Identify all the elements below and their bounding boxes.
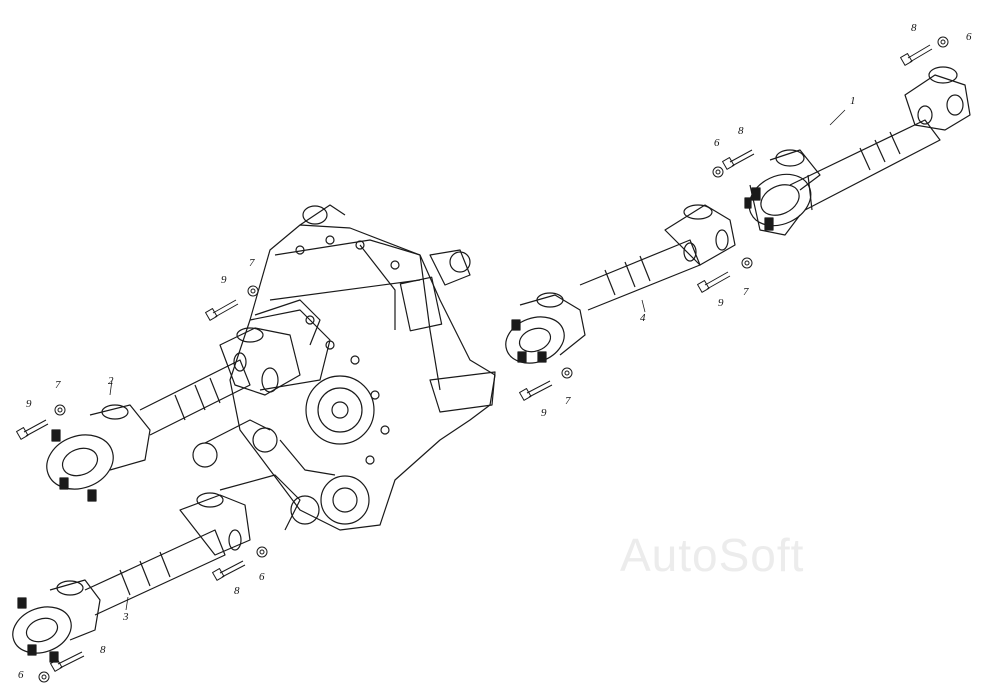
transfer-case bbox=[192, 204, 496, 531]
callout-shaft4-right-bolt: 9 bbox=[718, 297, 724, 309]
callout-shaft2-bolt: 9 bbox=[26, 398, 32, 410]
callout-shaft4-left-bolt: 9 bbox=[541, 407, 547, 419]
callout-transfer-case-bolt: 9 bbox=[221, 274, 227, 286]
propeller-shaft-3 bbox=[12, 474, 301, 663]
callout-shaft4-left-nut: 7 bbox=[565, 395, 571, 407]
callout-shaft-4: 4 bbox=[640, 312, 646, 324]
callout-shaft3-end-nut: 6 bbox=[18, 669, 24, 681]
fasteners bbox=[16, 36, 949, 683]
callout-shaft-1: 1 bbox=[850, 95, 856, 107]
callout-shaft-3: 3 bbox=[123, 611, 129, 623]
propeller-shaft-1 bbox=[744, 66, 971, 236]
callout-middle-nut: 6 bbox=[714, 137, 720, 149]
callout-shaft2-nut: 7 bbox=[55, 379, 61, 391]
callout-middle-bolt: 8 bbox=[738, 125, 744, 137]
callout-top-right-nut: 6 bbox=[966, 31, 972, 43]
callout-shaft3-middle-bolt: 8 bbox=[234, 585, 240, 597]
callout-shaft-2: 2 bbox=[108, 375, 114, 387]
propeller-shaft-4 bbox=[505, 204, 736, 364]
callout-shaft4-right-nut: 7 bbox=[743, 286, 749, 298]
callout-shaft3-end-bolt: 8 bbox=[100, 644, 106, 656]
watermark: AutoSoft bbox=[620, 529, 805, 581]
callout-transfer-case-nut: 7 bbox=[249, 257, 255, 269]
callout-top-right-bolt: 8 bbox=[911, 22, 917, 34]
callout-shaft3-middle-nut: 6 bbox=[259, 571, 265, 583]
propeller-shaft-2 bbox=[46, 299, 321, 502]
